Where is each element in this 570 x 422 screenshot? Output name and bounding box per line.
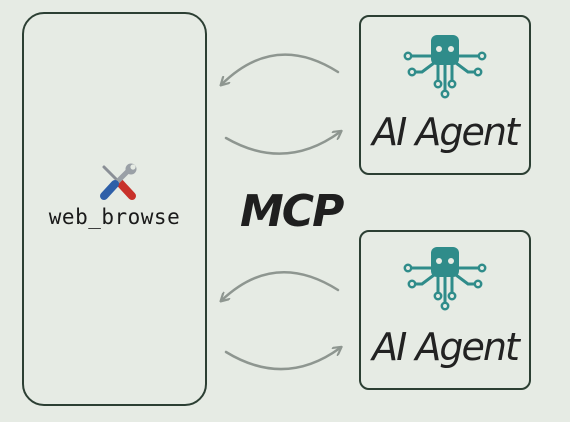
octopus-robot-icon: [403, 247, 487, 311]
arrow-agent1-to-tool: [222, 53, 340, 84]
mcp-label: MCP: [240, 186, 344, 237]
agent-label-1: AI Agent: [372, 110, 520, 154]
arrow-tool-to-agent2: [224, 348, 340, 371]
wrench-screwdriver-icon: [100, 163, 137, 200]
tool-label: web_browse: [48, 205, 181, 229]
arrow-agent2-to-tool: [222, 271, 340, 300]
tool-box: [22, 12, 207, 406]
agent-label-2: AI Agent: [372, 325, 520, 369]
arrow-tool-to-agent1: [224, 132, 340, 155]
octopus-robot-icon: [403, 35, 487, 99]
